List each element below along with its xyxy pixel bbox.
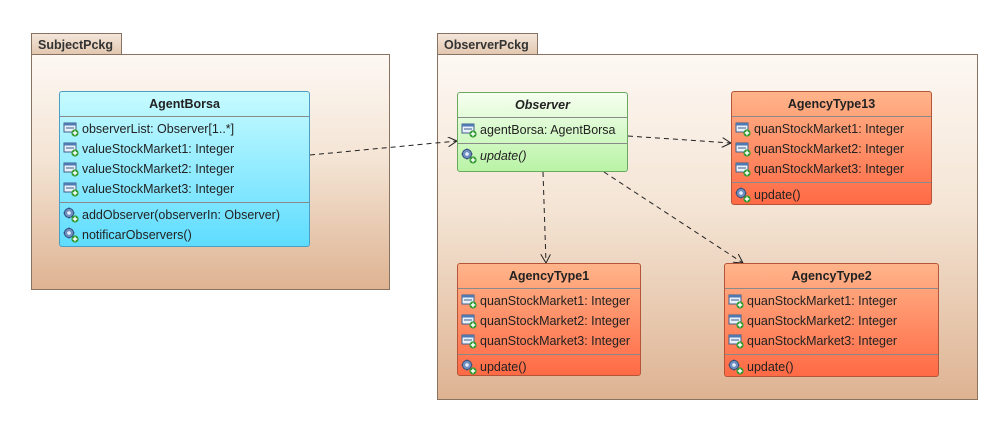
dependency-agentborsa-observer <box>309 141 457 156</box>
operation-icon <box>461 148 477 164</box>
attribute-icon <box>63 141 79 157</box>
attribute-icon <box>461 122 477 138</box>
attribute-row[interactable]: quanStockMarket2: Integer <box>735 139 931 159</box>
attribute-label: valueStockMarket2: Integer <box>82 162 235 176</box>
attribute-icon <box>63 181 79 197</box>
attribute-row[interactable]: quanStockMarket3: Integer <box>461 331 640 351</box>
class-agentborsa[interactable]: AgentBorsa observerList: Observer[1..*] … <box>59 91 310 247</box>
operation-icon <box>63 207 79 223</box>
dependency-observer-agencytype1 <box>543 171 546 263</box>
attribute-row[interactable]: quanStockMarket2: Integer <box>728 311 938 331</box>
operations-compartment: update() <box>458 143 627 169</box>
attributes-compartment: agentBorsa: AgentBorsa <box>458 118 627 143</box>
attribute-label: quanStockMarket3: Integer <box>754 162 905 176</box>
attribute-row[interactable]: quanStockMarket1: Integer <box>728 291 938 311</box>
attribute-row[interactable]: quanStockMarket1: Integer <box>735 119 931 139</box>
attributes-compartment: observerList: Observer[1..*] valueStockM… <box>60 117 309 202</box>
operation-row[interactable]: update() <box>728 357 938 377</box>
attribute-icon <box>735 141 751 157</box>
attribute-icon <box>735 161 751 177</box>
operation-label: update() <box>754 188 801 202</box>
operation-label: update() <box>480 360 527 374</box>
package-name-subject: SubjectPckg <box>38 38 114 52</box>
operation-label: update() <box>747 360 794 374</box>
operation-icon <box>461 359 477 375</box>
attribute-icon <box>63 161 79 177</box>
class-name: Observer <box>458 93 627 118</box>
attribute-row[interactable]: quanStockMarket3: Integer <box>728 331 938 351</box>
attribute-label: quanStockMarket1: Integer <box>747 294 898 308</box>
attribute-row[interactable]: quanStockMarket1: Integer <box>461 291 640 311</box>
operations-compartment: addObserver(observerIn: Observer) notifi… <box>60 202 309 247</box>
attribute-label: valueStockMarket3: Integer <box>82 182 235 196</box>
attribute-row[interactable]: agentBorsa: AgentBorsa <box>461 120 627 140</box>
attribute-icon <box>728 313 744 329</box>
class-name: AgencyType2 <box>725 264 938 289</box>
operation-icon <box>728 359 744 375</box>
attribute-label: quanStockMarket2: Integer <box>480 314 631 328</box>
attribute-icon <box>735 121 751 137</box>
operations-compartment: update() <box>458 354 640 376</box>
attribute-label: quanStockMarket1: Integer <box>480 294 631 308</box>
attribute-label: quanStockMarket2: Integer <box>754 142 905 156</box>
operation-row[interactable]: notificarObservers() <box>63 225 309 245</box>
operation-label: update() <box>480 149 527 163</box>
attribute-row[interactable]: valueStockMarket2: Integer <box>63 159 309 179</box>
class-name: AgencyType1 <box>458 264 640 289</box>
attribute-icon <box>728 333 744 349</box>
package-tab-subject: SubjectPckg <box>31 33 122 55</box>
attribute-label: valueStockMarket1: Integer <box>82 142 235 156</box>
attribute-row[interactable]: observerList: Observer[1..*] <box>63 119 309 139</box>
dependency-observer-agencytype2 <box>603 171 743 263</box>
operation-icon <box>735 187 751 203</box>
class-name: AgentBorsa <box>60 92 309 117</box>
operation-row[interactable]: update() <box>735 185 931 205</box>
attribute-label: quanStockMarket1: Integer <box>754 122 905 136</box>
attribute-row[interactable]: valueStockMarket1: Integer <box>63 139 309 159</box>
attribute-row[interactable]: quanStockMarket2: Integer <box>461 311 640 331</box>
operations-compartment: update() <box>725 354 938 377</box>
attribute-icon <box>461 333 477 349</box>
class-agencytype2[interactable]: AgencyType2 quanStockMarket1: Integer qu… <box>724 263 939 377</box>
attribute-label: quanStockMarket3: Integer <box>747 334 898 348</box>
operation-label: addObserver(observerIn: Observer) <box>82 208 280 222</box>
operation-row[interactable]: update() <box>461 146 627 166</box>
attribute-icon <box>63 121 79 137</box>
attribute-icon <box>461 313 477 329</box>
attribute-label: agentBorsa: AgentBorsa <box>480 123 616 137</box>
attributes-compartment: quanStockMarket1: Integer quanStockMarke… <box>458 289 640 354</box>
attribute-label: quanStockMarket3: Integer <box>480 334 631 348</box>
class-name: AgencyType13 <box>732 92 931 117</box>
package-name-observer: ObserverPckg <box>444 38 529 52</box>
attribute-icon <box>461 293 477 309</box>
operation-row[interactable]: update() <box>461 357 640 376</box>
class-agencytype13[interactable]: AgencyType13 quanStockMarket1: Integer q… <box>731 91 932 205</box>
operation-label: notificarObservers() <box>82 228 192 242</box>
class-observer[interactable]: Observer agentBorsa: AgentBorsa update() <box>457 92 628 172</box>
operation-row[interactable]: addObserver(observerIn: Observer) <box>63 205 309 225</box>
attribute-icon <box>728 293 744 309</box>
attribute-row[interactable]: quanStockMarket3: Integer <box>735 159 931 179</box>
package-tab-observer: ObserverPckg <box>437 33 538 55</box>
attributes-compartment: quanStockMarket1: Integer quanStockMarke… <box>725 289 938 354</box>
attribute-label: observerList: Observer[1..*] <box>82 122 235 136</box>
attribute-label: quanStockMarket2: Integer <box>747 314 898 328</box>
operations-compartment: update() <box>732 182 931 205</box>
operation-icon <box>63 227 79 243</box>
attributes-compartment: quanStockMarket1: Integer quanStockMarke… <box>732 117 931 182</box>
dependency-observer-agencytype13 <box>627 135 731 143</box>
attribute-row[interactable]: valueStockMarket3: Integer <box>63 179 309 199</box>
class-agencytype1[interactable]: AgencyType1 quanStockMarket1: Integer qu… <box>457 263 641 376</box>
